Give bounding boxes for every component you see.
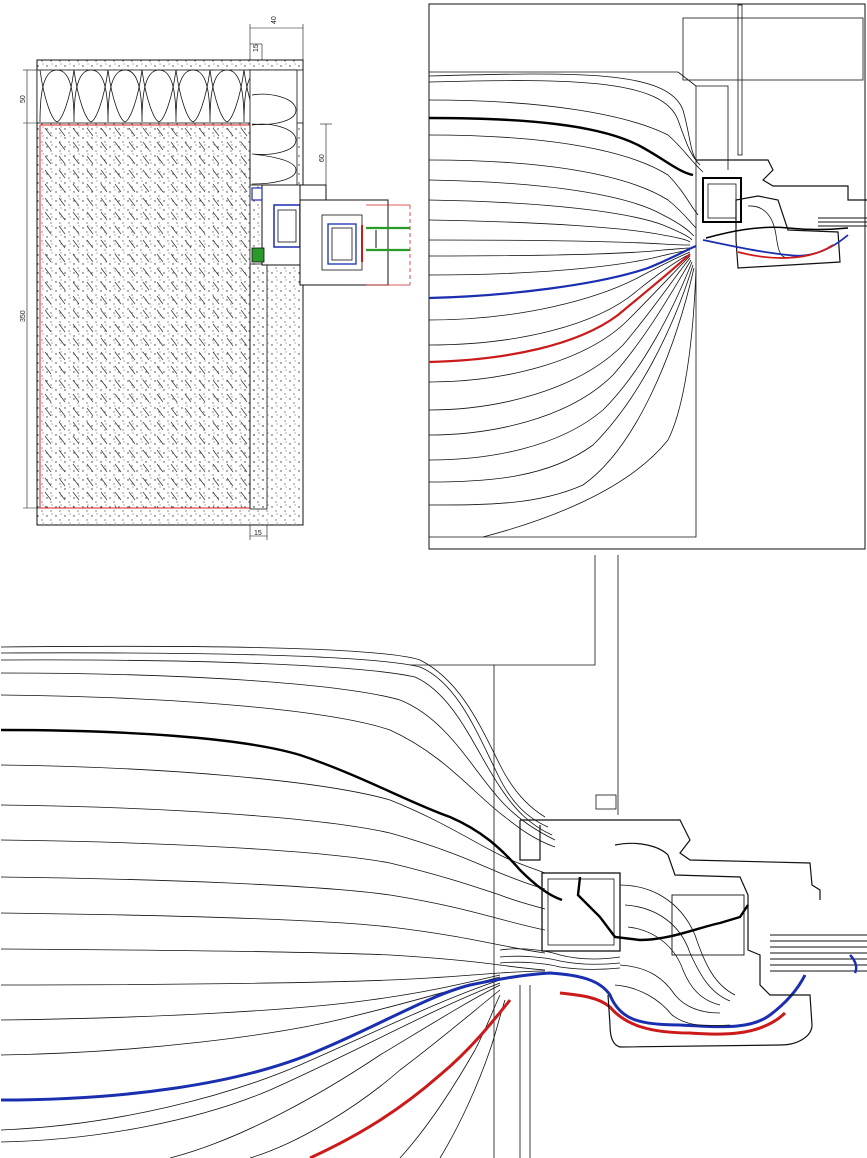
detail-isotherm-lines — [0, 645, 556, 1158]
dimension-label-wall: 350 — [20, 310, 27, 322]
frame-detail-overview — [696, 159, 867, 269]
glazing-unit — [366, 204, 411, 286]
wall-geometry — [410, 555, 619, 1158]
thermal-insulation-reveal — [249, 69, 298, 186]
isotherm-zero-degree — [428, 244, 697, 300]
model-boundary — [428, 3, 866, 550]
isotherm-overview-panel — [428, 0, 867, 552]
isotherm-bold — [428, 116, 694, 177]
detail-isotherm-bold — [0, 728, 563, 902]
isotherm-detail-panel — [0, 555, 867, 1158]
dimension-label-top: 40 — [271, 16, 278, 24]
dimension-label-insulation: 50 — [20, 95, 27, 103]
isotherm-detail — [0, 555, 867, 1158]
inner-plaster-reveal — [249, 263, 268, 510]
section-drawing-panel: 40 15 50 60 350 15 — [0, 0, 420, 545]
window-frame-profile — [251, 184, 389, 286]
dimension-label-reveal: 60 — [319, 154, 326, 162]
isotherm-lines — [428, 73, 704, 538]
dimension-label-bottom: 15 — [254, 530, 262, 537]
section-drawing: 40 15 50 60 350 15 — [20, 16, 411, 540]
dimension-lines — [23, 24, 332, 540]
detail-isotherm-dew-point — [309, 991, 787, 1158]
detail-isotherm-zero-degree — [0, 971, 807, 1102]
isotherm-dew-point — [428, 253, 691, 364]
masonry-block — [40, 125, 250, 508]
dimension-label-gap: 15 — [253, 44, 260, 52]
frame-detail — [499, 819, 867, 1048]
wall-outline — [429, 71, 697, 538]
isotherm-overview — [428, 3, 867, 550]
